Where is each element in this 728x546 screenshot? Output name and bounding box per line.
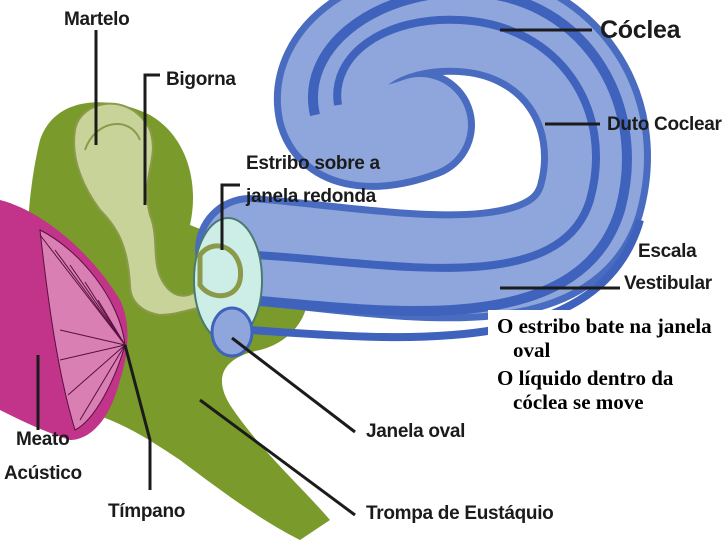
label-estribo-line2: janela redonda (246, 185, 376, 208)
label-escala-line2: Vestibular (624, 272, 712, 295)
leader-janela-oval (232, 338, 355, 432)
label-meato-line1: Meato (16, 428, 69, 451)
label-coclea: Cóclea (600, 16, 680, 44)
label-trompa-de-eustaquio: Trompa de Eustáquio (366, 502, 554, 525)
label-timpano: Tímpano (108, 500, 185, 523)
label-janela-oval: Janela oval (366, 420, 465, 443)
label-duto-coclear: Duto Coclear (607, 113, 722, 136)
label-estribo-line1: Estribo sobre a (246, 152, 380, 175)
explanation-item-2: O líquido dentro da cóclea se move (488, 366, 713, 414)
label-meato-line2: Acústico (4, 462, 82, 485)
label-bigorna: Bigorna (166, 68, 236, 91)
explanation-box: O estribo bate na janela oval O líquido … (488, 310, 713, 486)
label-escala-line1: Escala (638, 240, 696, 263)
label-martelo: Martelo (64, 8, 129, 31)
explanation-item-1: O estribo bate na janela oval (488, 314, 713, 362)
